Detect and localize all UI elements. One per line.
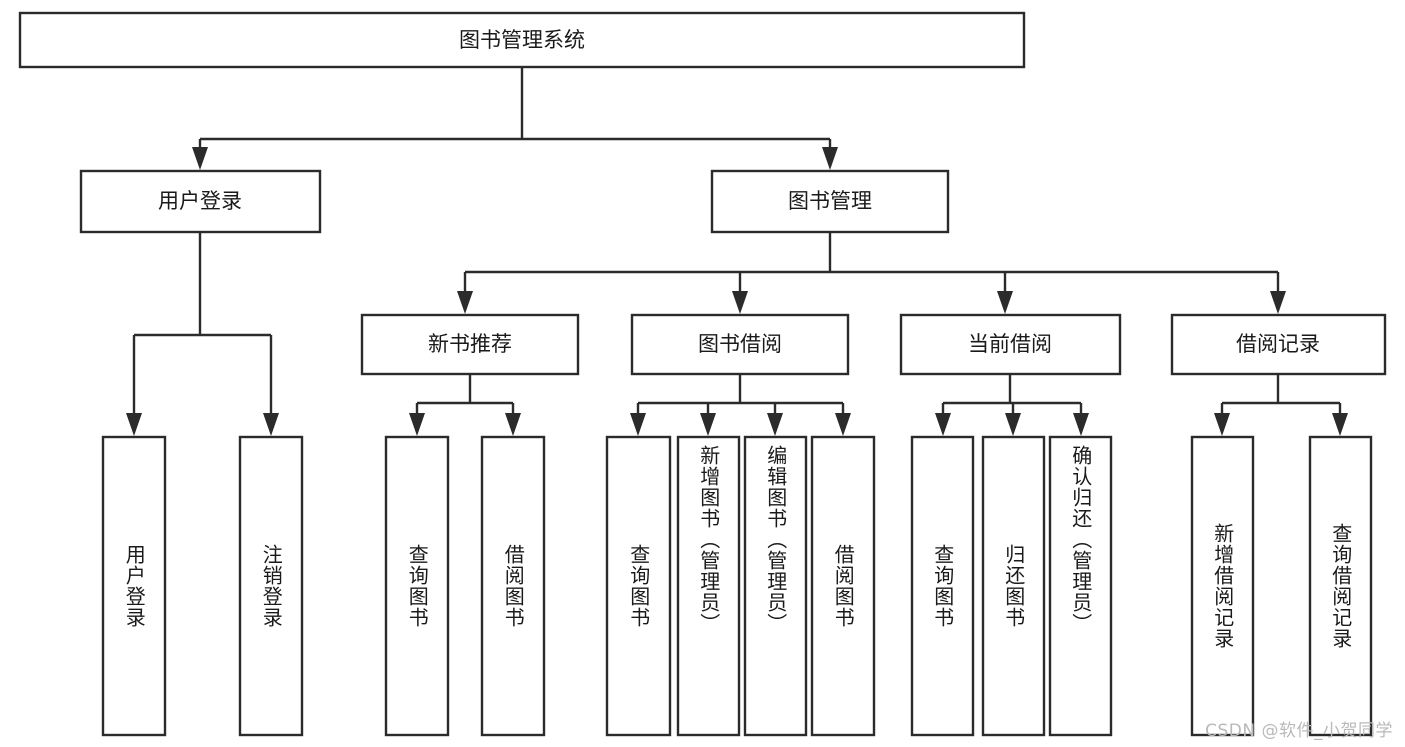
node-current-borrow[interactable]: 当前借阅 [899,313,1122,376]
connector-group-new-book-recommend [409,374,521,436]
node-leaf-add-book-admin-box[interactable] [676,435,741,737]
node-leaf-edit-book-admin-box[interactable] [743,435,808,737]
node-borrow-record[interactable]: 借阅记录 [1170,313,1387,376]
connector-group-current-borrow [935,374,1089,436]
arrow-head-leaf-user-login [126,413,142,436]
arrow-head-leaf-return-book [1005,413,1021,436]
node-leaf-query-book-3-box[interactable] [910,435,975,737]
node-leaf-user-logout-box[interactable] [238,435,304,737]
node-book-borrow-box[interactable] [630,313,850,376]
node-leaf-query-book-1-box[interactable] [384,435,450,737]
connector-group-book-borrow [630,374,851,436]
node-book-manage-box[interactable] [710,169,950,234]
arrow-head-current-borrow [997,291,1013,314]
node-book-borrow-label: 图书借阅 [698,332,782,356]
connector-group-root [192,67,838,170]
node-current-borrow-label: 当前借阅 [968,332,1052,356]
node-new-book-recommend-label: 新书推荐 [428,332,512,356]
node-leaf-query-book-2-box[interactable] [605,435,672,737]
connector-group-book-manage [457,232,1286,314]
node-book-borrow[interactable]: 图书借阅 [630,313,850,376]
arrow-head-leaf-add-book-admin [700,413,716,436]
node-leaf-return-book-box[interactable] [981,435,1046,737]
node-borrow-record-label: 借阅记录 [1236,332,1320,356]
node-user-login-label: 用户登录 [158,189,242,213]
node-root-label: 图书管理系统 [459,28,585,52]
arrow-head-new-book-recommend [457,291,473,314]
arrow-head-leaf-query-book-3 [935,413,951,436]
node-leaf-borrow-book-1-box[interactable] [480,435,546,737]
node-leaf-borrow-book-2-box[interactable] [810,435,876,737]
node-leaf-confirm-return-box[interactable] [1048,435,1113,737]
arrow-head-leaf-query-book-2 [630,413,646,436]
node-user-login[interactable]: 用户登录 [79,169,322,234]
node-root-box[interactable] [18,11,1026,69]
node-leaf-query-borrow-record-box[interactable] [1308,435,1373,737]
node-user-login-box[interactable] [79,169,322,234]
node-current-borrow-box[interactable] [899,313,1122,376]
arrow-head-leaf-user-logout [263,413,279,436]
arrow-head-leaf-query-borrow-record [1332,413,1348,436]
node-leaf-user-login-box[interactable] [101,435,167,737]
node-book-manage[interactable]: 图书管理 [710,169,950,234]
arrow-head-leaf-borrow-book-2 [835,413,851,436]
arrow-head-leaf-borrow-book-1 [505,413,521,436]
arrow-head-user-login [192,147,208,170]
arrow-head-borrow-record [1270,291,1286,314]
leaf-boxes-group [101,435,1373,737]
node-new-book-recommend-box[interactable] [360,313,580,376]
arrow-head-leaf-confirm-return [1073,413,1089,436]
arrow-head-book-manage [822,147,838,170]
node-leaf-add-borrow-record-box[interactable] [1190,435,1255,737]
arrow-head-leaf-add-borrow-record [1214,413,1230,436]
watermark: CSDN @软件_小贺同学 [1205,721,1393,741]
node-new-book-recommend[interactable]: 新书推荐 [360,313,580,376]
node-borrow-record-box[interactable] [1170,313,1387,376]
node-root[interactable]: 图书管理系统 [18,11,1026,69]
connector-group-borrow-record [1214,374,1348,436]
arrow-head-book-borrow [732,291,748,314]
arrow-head-leaf-query-book-1 [409,413,425,436]
connector-group-user-login [126,232,279,436]
node-book-manage-label: 图书管理 [788,189,872,213]
arrow-head-leaf-edit-book-admin [767,413,783,436]
